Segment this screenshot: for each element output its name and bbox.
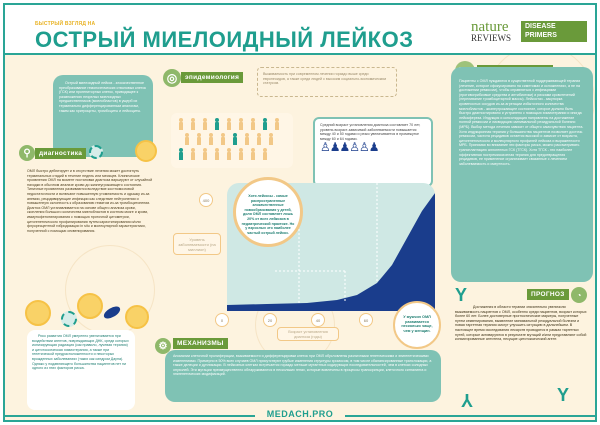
person-icon	[227, 148, 231, 160]
epidemiology-tag: эпидемиология	[181, 72, 244, 83]
person-icon-highlighted	[179, 148, 183, 160]
intro-box: Острый миелоидный лейкоз - злокачественн…	[53, 75, 153, 157]
badge-disease: DISEASE	[525, 23, 556, 30]
cell-icon	[135, 140, 157, 162]
tactics-text: Пациенты с ОМЛ нуждаются в существенной …	[451, 67, 593, 282]
footer-divider	[345, 415, 595, 417]
y-tick-400: 400	[199, 193, 213, 207]
survival-note: Выживаемость при современном лечении гор…	[257, 67, 397, 97]
header: БЫСТРЫЙ ВЗГЛЯД НА ОСТРЫЙ МИЕЛОИДНЫЙ ЛЕЙК…	[5, 5, 595, 55]
globe-icon: ◎	[163, 69, 181, 87]
antibody-icon: Y	[455, 285, 468, 305]
median-age-text: Средний возраст установления диагноза со…	[320, 123, 421, 141]
nature-reviews-logo: nature REVIEWS	[471, 19, 511, 44]
diagnostics-tag: диагностика	[35, 148, 87, 159]
person-icon	[179, 118, 183, 130]
prognosis-icon: ◔	[571, 287, 587, 303]
person-icon	[275, 118, 279, 130]
person-icon	[197, 133, 201, 145]
gears-icon: ⚙	[155, 338, 171, 354]
red-cell-icon	[25, 300, 51, 326]
white-cell-icon	[61, 311, 77, 327]
mechanisms-tag: МЕХАНИЗМЫ	[173, 338, 228, 349]
infographic-frame: БЫСТРЫЙ ВЗГЛЯД НА ОСТРЫЙ МИЕЛОИДНЫЙ ЛЕЙК…	[3, 3, 597, 422]
person-icon	[203, 118, 207, 130]
prognosis-text: Достижения в области терапии значительно…	[455, 305, 587, 342]
elderly-people-icon: ♙♟♟♙♙♟	[320, 140, 380, 155]
risk-factors-box: Риск развития ОМЛ умеренно увеличивается…	[27, 330, 135, 410]
person-icon	[257, 133, 261, 145]
person-icon	[251, 118, 255, 130]
person-icon	[215, 148, 219, 160]
person-icon	[239, 118, 243, 130]
x-tick-0: 0	[215, 313, 229, 327]
x-tick-60: 60	[359, 313, 373, 327]
y-axis-label: Уровень заболеваемости (на миллион)	[173, 233, 221, 255]
person-icon-highlighted	[215, 118, 219, 130]
person-icon	[239, 148, 243, 160]
x-axis-label: Возраст установления диагноза (годы)	[277, 327, 339, 341]
person-icon-highlighted	[233, 133, 237, 145]
person-icon	[251, 148, 255, 160]
footer: MEDACH.PRO	[5, 408, 595, 420]
person-icon-highlighted	[263, 118, 267, 130]
pediatric-note: Хотя лейкозы - самые распространенные зл…	[233, 177, 303, 247]
person-icon	[191, 118, 195, 130]
site-link[interactable]: MEDACH.PRO	[259, 409, 341, 419]
disease-primers-badge: DISEASE PRIMERS	[521, 21, 587, 42]
prognosis-tag: ПРОГНОЗ	[527, 289, 569, 300]
person-icon	[245, 133, 249, 145]
header-kicker: БЫСТРЫЙ ВЗГЛЯД НА	[35, 21, 96, 27]
diagnostics-text: ОМЛ быстро дебютирует и в отсутствие леч…	[27, 169, 153, 233]
person-icon	[203, 148, 207, 160]
person-icon	[209, 133, 213, 145]
person-icon	[269, 133, 273, 145]
incidence-area-plot	[227, 183, 435, 311]
population-pictogram	[171, 113, 293, 168]
x-tick-40: 40	[311, 313, 325, 327]
person-icon	[227, 118, 231, 130]
person-icon	[191, 148, 195, 160]
red-cell-icon	[125, 305, 149, 329]
person-icon	[263, 148, 267, 160]
person-icon	[221, 133, 225, 145]
page-title: ОСТРЫЙ МИЕЛОИДНЫЙ ЛЕЙКОЗ	[35, 27, 414, 52]
logo-nature: nature	[471, 19, 509, 35]
antibody-icon: Y	[557, 385, 570, 405]
footer-divider	[5, 415, 255, 417]
x-tick-20: 20	[263, 313, 277, 327]
badge-primers: PRIMERS	[525, 31, 557, 39]
logo-reviews: REVIEWS	[471, 33, 511, 43]
median-age-box: Средний возраст установления диагноза со…	[313, 117, 433, 187]
magnifier-icon: ⚲	[19, 145, 35, 161]
cell-icon	[89, 145, 103, 159]
red-cell-icon	[77, 293, 103, 319]
mechanisms-text: Аномалии клеточной пролиферации, выживае…	[165, 350, 441, 402]
person-icon	[185, 133, 189, 145]
antibody-icon: Y	[461, 390, 474, 410]
sex-difference-note: У мужчин ОМЛ развивается несколько чаще,…	[393, 301, 441, 349]
